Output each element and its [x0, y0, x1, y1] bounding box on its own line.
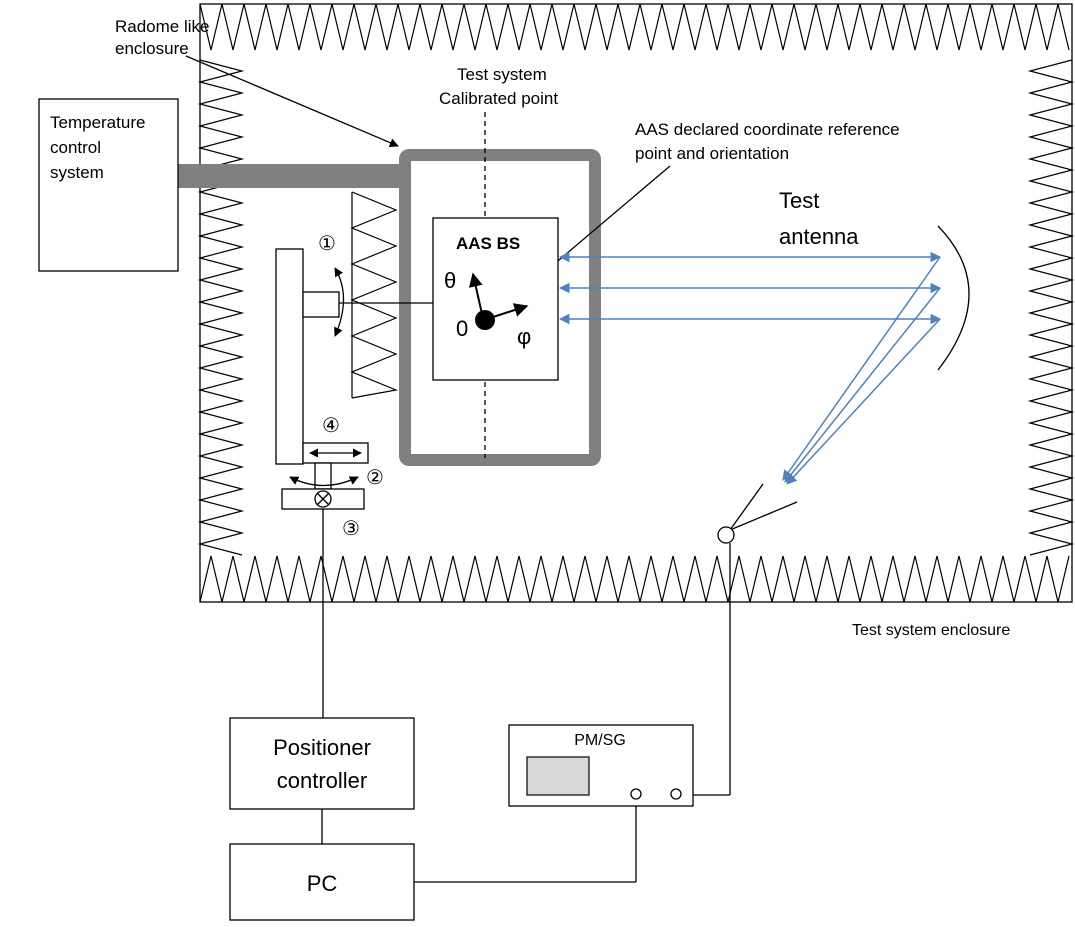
test-antenna-label-line1: Test — [779, 188, 819, 213]
radome-pointer — [185, 55, 399, 147]
aas-reference-label-line1: AAS declared coordinate reference — [635, 120, 900, 139]
pc-label: PC — [307, 871, 338, 896]
temperature-duct — [178, 164, 408, 188]
marker-1: ① — [318, 233, 336, 255]
pmsg-port-2 — [670, 788, 682, 800]
radome-enclosure — [399, 149, 601, 466]
temperature-label-line2: control — [50, 138, 101, 157]
reference-point-icon — [475, 310, 495, 330]
theta-axis-arrow — [468, 272, 483, 315]
enclosure-label: Test system enclosure — [852, 622, 1010, 639]
radome-label-line1: Radome like — [115, 17, 210, 36]
absorber-wall — [197, 3, 1075, 603]
test-system-enclosure — [199, 3, 1073, 603]
calibrated-label-line2: Calibrated point — [439, 89, 558, 108]
positioner-head — [302, 291, 340, 318]
absorber-spike — [1027, 59, 1075, 556]
marker-4: ④ — [322, 415, 340, 437]
rotation-arrow-icon — [334, 267, 345, 337]
reflector-icon — [937, 225, 970, 371]
test-antenna-label-line2: antenna — [779, 224, 859, 249]
temperature-label-line3: system — [50, 163, 104, 182]
radome-label-line2: enclosure — [115, 39, 189, 58]
pmsg-port-1 — [630, 788, 642, 800]
positioner-mast — [275, 248, 304, 465]
phi-axis-arrow — [489, 303, 529, 319]
positioner-controller-line1: Positioner — [273, 735, 371, 760]
horn-antenna-icon — [717, 483, 798, 544]
positioner-controller-line2: controller — [277, 768, 367, 793]
connector-icon — [717, 526, 735, 544]
origin-label: 0 — [456, 316, 468, 341]
absorber-spike — [197, 59, 245, 556]
signal-paths — [558, 251, 942, 485]
aas-bs-label: AAS BS — [456, 234, 520, 253]
absorber-spike — [350, 191, 399, 399]
pc-box — [229, 843, 415, 921]
marker-2: ② — [366, 467, 384, 489]
absorber-spike — [199, 3, 1070, 51]
marker-3: ③ — [342, 518, 360, 540]
temperature-label-line1: Temperature — [50, 113, 145, 132]
absorber-spike — [199, 555, 1070, 603]
theta-label: θ — [444, 268, 456, 293]
phi-label: φ — [517, 324, 531, 349]
aas-reference-label-line2: point and orientation — [635, 144, 789, 163]
temperature-control-box — [38, 98, 179, 272]
calibrated-label-line1: Test system — [457, 65, 547, 84]
aas-bs-box — [432, 217, 559, 381]
pmsg-label: PM/SG — [574, 732, 626, 749]
rotation-arrow-2 — [289, 476, 359, 487]
positioner-controller-box — [229, 717, 415, 810]
pmsg-display — [526, 756, 590, 796]
rotation-axis-cross-b — [316, 492, 330, 506]
